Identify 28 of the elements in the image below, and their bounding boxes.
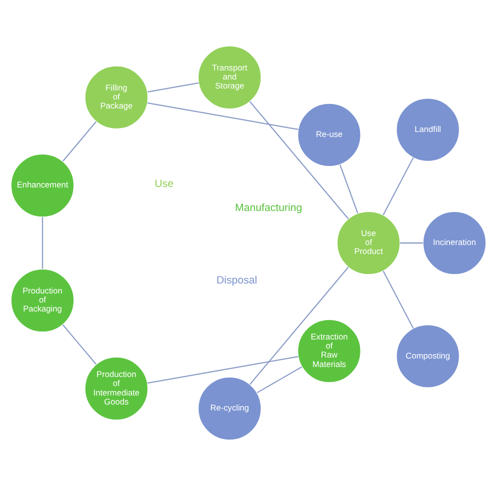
node-circle: Enhancement	[10, 154, 74, 218]
label: Use	[154, 178, 174, 190]
label: Disposal	[216, 274, 258, 287]
connector	[148, 82, 199, 92]
connector	[249, 266, 349, 385]
connector	[42, 216, 44, 269]
node-circle: Re-cycling	[198, 376, 262, 440]
node-circle: Transport and Storage	[198, 46, 262, 110]
node-circle: Use of Product	[336, 211, 400, 275]
label: Manufacturing	[235, 202, 302, 214]
node-circle: Filling of Package	[84, 66, 148, 130]
connector	[62, 121, 97, 162]
connector	[147, 356, 298, 384]
node-circle: Composting	[396, 324, 460, 388]
node-circle: Incineration	[422, 211, 486, 275]
node-circle: Production of Intermediate Goods	[84, 356, 148, 420]
node-circle: Production of Packaging	[10, 268, 74, 332]
connector	[382, 157, 414, 216]
node-circle: Extraction of Raw Materials	[297, 319, 362, 383]
connector	[62, 324, 96, 365]
connector	[382, 270, 414, 329]
node-circle: Landfill	[396, 98, 460, 162]
connector	[147, 102, 298, 130]
connector	[400, 242, 423, 244]
node-circle: Re-use	[297, 103, 362, 167]
connector	[256, 366, 302, 394]
connector	[249, 101, 349, 220]
connector	[340, 164, 358, 214]
